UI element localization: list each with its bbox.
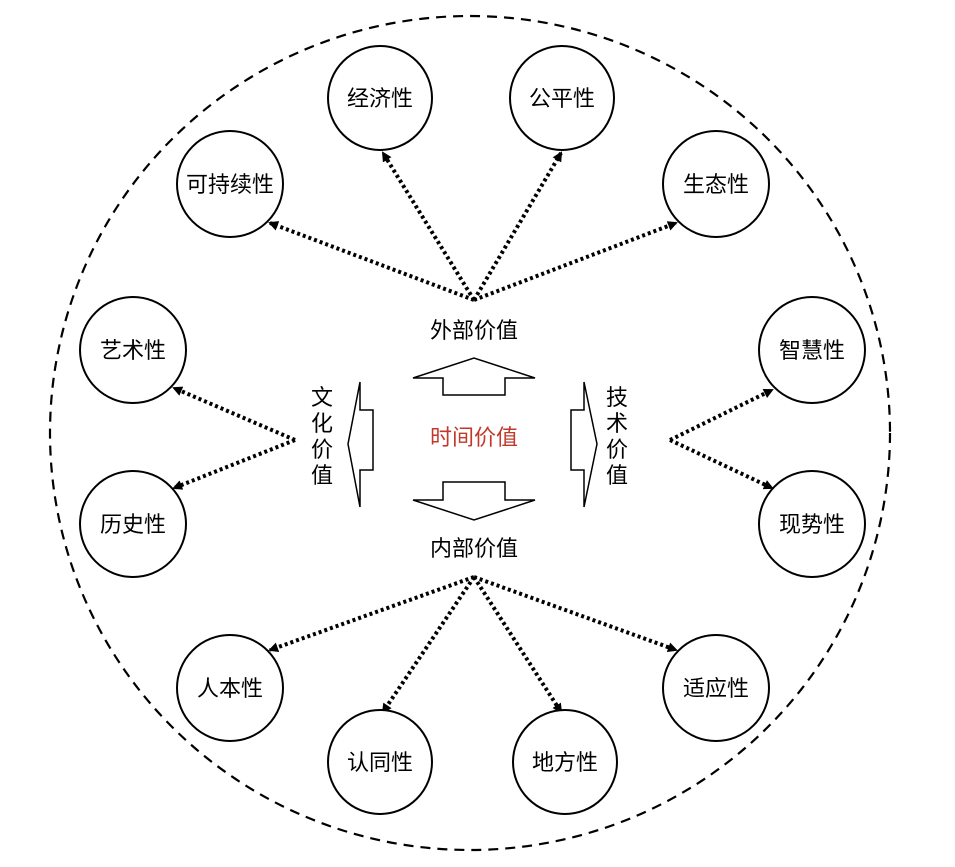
node-ecology: 生态性 bbox=[662, 130, 770, 238]
center-time-value: 时间价值 bbox=[430, 426, 518, 451]
tech-value-char: 值 bbox=[606, 464, 628, 489]
node-adaptability: 适应性 bbox=[662, 634, 770, 742]
outer-boundary-circle bbox=[48, 14, 892, 852]
node-wisdom: 智慧性 bbox=[758, 296, 866, 404]
node-locality-label: 地方性 bbox=[532, 751, 598, 776]
node-sustainability-label: 可持续性 bbox=[186, 173, 274, 198]
node-fairness-label: 公平性 bbox=[529, 87, 595, 112]
culture-value-label: 文 化 价 值 bbox=[311, 386, 333, 489]
outer-value-arrows bbox=[268, 151, 678, 302]
tech-value-char: 价 bbox=[606, 438, 628, 463]
node-ecology-label: 生态性 bbox=[683, 173, 749, 198]
arrow-to-adaptability bbox=[473, 575, 678, 652]
node-history: 历史性 bbox=[79, 470, 187, 578]
arrow-to-fairness bbox=[472, 151, 563, 302]
node-economy-label: 经济性 bbox=[347, 87, 413, 112]
arrow-to-ecology bbox=[473, 221, 678, 302]
node-locality: 地方性 bbox=[512, 709, 618, 815]
arrow-to-identity bbox=[381, 575, 476, 714]
node-art: 艺术性 bbox=[79, 296, 187, 404]
node-fairness: 公平性 bbox=[509, 45, 615, 151]
arrow-to-wisdom bbox=[669, 388, 774, 442]
node-humanism-label: 人本性 bbox=[197, 677, 263, 702]
outer-value-label: 外部价值 bbox=[430, 319, 518, 344]
culture-value-char: 化 bbox=[311, 412, 333, 437]
arrow-to-trend bbox=[669, 438, 774, 490]
inner-value-label: 内部价值 bbox=[430, 537, 518, 562]
tech-value-char: 技 bbox=[606, 386, 628, 411]
node-art-label: 艺术性 bbox=[100, 339, 166, 364]
node-sustainability: 可持续性 bbox=[176, 130, 284, 238]
up-block-arrow bbox=[412, 357, 536, 396]
culture-value-char: 价 bbox=[311, 438, 333, 463]
node-history-label: 历史性 bbox=[100, 513, 166, 538]
culture-value-char: 文 bbox=[311, 386, 333, 411]
tech-value-arrows bbox=[669, 388, 774, 490]
culture-value-char: 值 bbox=[311, 464, 333, 489]
tech-value-char: 术 bbox=[606, 412, 628, 437]
culture-value-arrows bbox=[172, 386, 296, 490]
arrow-to-sustainability bbox=[268, 221, 475, 302]
left-block-arrow bbox=[347, 381, 374, 508]
node-trend: 现势性 bbox=[758, 470, 866, 578]
tech-value-label: 技 术 价 值 bbox=[606, 386, 628, 489]
arrow-to-economy bbox=[381, 151, 476, 302]
down-block-arrow bbox=[412, 481, 536, 521]
node-economy: 经济性 bbox=[327, 45, 433, 151]
node-adaptability-label: 适应性 bbox=[683, 677, 749, 702]
node-trend-label: 现势性 bbox=[779, 513, 845, 538]
node-humanism: 人本性 bbox=[176, 634, 284, 742]
node-wisdom-label: 智慧性 bbox=[779, 339, 845, 364]
arrow-to-history bbox=[172, 438, 296, 490]
inner-value-arrows bbox=[268, 575, 678, 714]
arrow-to-locality bbox=[472, 575, 563, 714]
right-block-arrow bbox=[570, 381, 598, 508]
node-identity-label: 认同性 bbox=[347, 751, 413, 776]
node-identity: 认同性 bbox=[327, 709, 433, 815]
arrow-to-art bbox=[172, 386, 296, 442]
arrow-to-humanism bbox=[268, 575, 475, 653]
